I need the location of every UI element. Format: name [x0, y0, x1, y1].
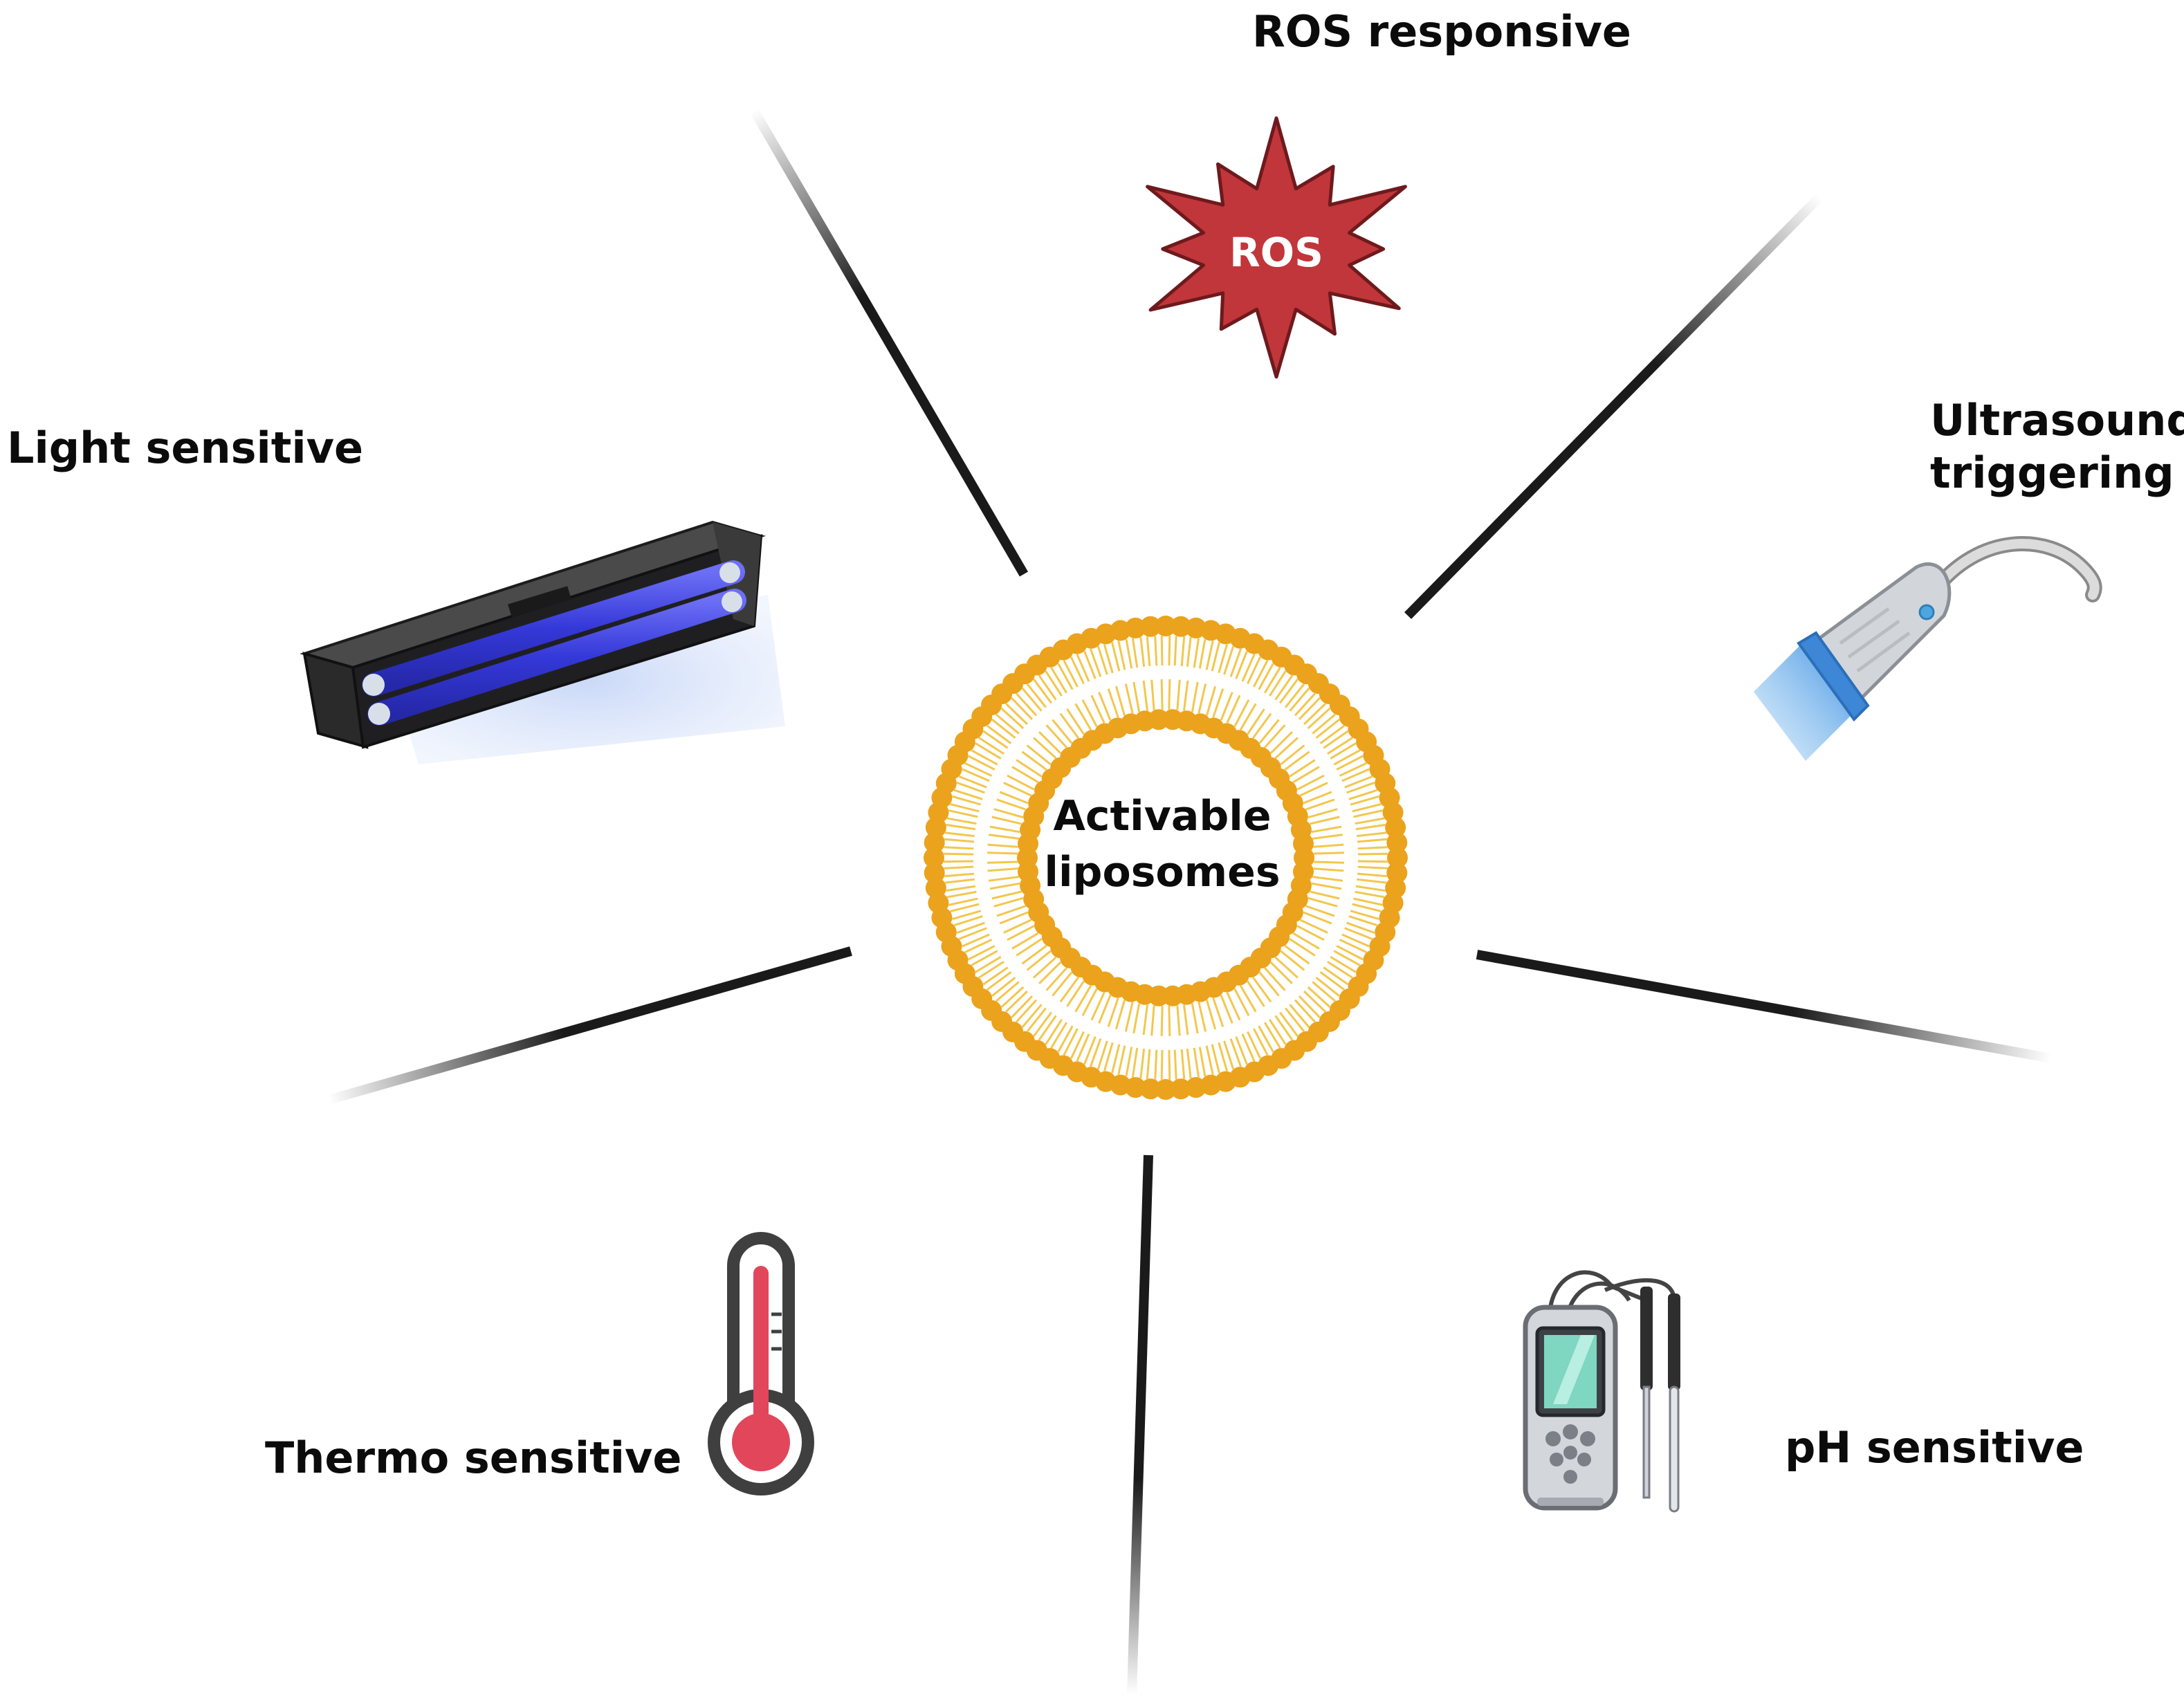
label-ultrasound-triggering: Ultrasound triggering [1930, 395, 2184, 498]
ros-badge-text: ROS [1229, 229, 1323, 276]
ph-meter-icon [1523, 1270, 1680, 1513]
liposome-icon [924, 616, 1408, 1100]
center-title-line-2: liposomes [1044, 848, 1281, 896]
center-title-line-1: Activable [1053, 792, 1272, 840]
connector-line-ph [1476, 950, 2053, 1063]
thermometer-icon [708, 1232, 814, 1495]
center-title: Activable liposomes [989, 789, 1335, 901]
connector-line-thermo [327, 946, 852, 1105]
label-thermo-sensitive: Thermo sensitive [265, 1433, 682, 1483]
label-ph-sensitive: pH sensitive [1785, 1422, 2084, 1473]
connector-line-bottom [1127, 1154, 1153, 1695]
uv-lamp-icon [300, 520, 785, 764]
ultrasound-probe-icon [1754, 536, 2102, 761]
label-light-sensitive: Light sensitive [7, 423, 364, 473]
connector-lines [327, 108, 2053, 1695]
ros-starburst-icon: ROS [1146, 116, 1407, 379]
label-ros-responsive: ROS responsive [1252, 6, 1631, 57]
connector-line-light [749, 108, 1029, 577]
connector-line-ultrasound [1404, 194, 1823, 619]
